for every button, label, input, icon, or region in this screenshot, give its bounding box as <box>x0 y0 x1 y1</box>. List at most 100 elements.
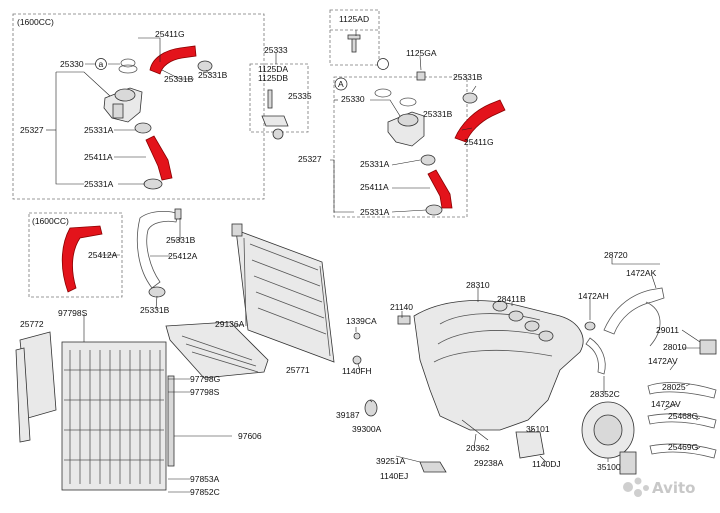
label-25772: 25772 <box>20 319 44 329</box>
hose-25412A-left <box>61 225 103 293</box>
fitting-28010 <box>699 339 717 355</box>
gasket-top <box>118 64 138 74</box>
valve-35101 <box>515 431 545 459</box>
hose-25411A-upper-right <box>427 169 453 209</box>
label-25771: 25771 <box>286 365 310 375</box>
group-box-1600cc-top <box>12 13 265 200</box>
label-25327-b: 25327 <box>298 154 322 164</box>
label-39300A: 39300A <box>352 424 382 434</box>
label-25331B-b: 25331B <box>453 72 483 82</box>
clamp-25331B-top <box>197 60 213 72</box>
label-1125GA: 1125GA <box>406 48 437 58</box>
hose-25412A-mid <box>136 208 182 298</box>
group-box-upper-right <box>333 76 468 218</box>
label-97606: 97606 <box>238 431 262 441</box>
hose-25411G-upper-right <box>454 99 506 143</box>
label-97798S-a: 97798S <box>58 308 88 318</box>
label-35101: 35101 <box>526 424 550 434</box>
label-20362: 20362 <box>466 443 490 453</box>
radiator-25771 <box>231 223 335 363</box>
hose-28352C <box>585 337 606 375</box>
group-title-1600cc-left: (1600CC) <box>32 216 69 226</box>
breather-hose-28720 <box>603 287 665 347</box>
clamp-25331A-bottom <box>143 178 163 190</box>
label-1472AK: 1472AK <box>626 268 657 278</box>
label-1140DJ: 1140DJ <box>532 459 561 469</box>
label-1339CA: 1339CA <box>346 316 377 326</box>
label-25331B-a2: 25331B <box>198 70 228 80</box>
bolt-1125ad <box>347 34 361 53</box>
label-25411A-b: 25411A <box>360 182 389 192</box>
label-25331B-a: 25331B <box>164 74 194 84</box>
label-25331A-b2: 25331A <box>360 207 390 217</box>
intake-manifold-28310 <box>413 300 584 431</box>
label-25469G: 25469G <box>668 442 698 452</box>
label-25327-a: 25327 <box>20 125 44 135</box>
label-28352C: 28352C <box>590 389 620 399</box>
water-outlet-fitting-25327-upper-right <box>387 111 425 147</box>
label-97853A: 97853A <box>190 474 220 484</box>
label-97798S-b: 97798S <box>190 387 220 397</box>
label-1125DA: 1125DA <box>258 64 288 74</box>
water-outlet-hose-25411G-top <box>149 45 197 75</box>
label-25412A-mid: 25412A <box>168 251 198 261</box>
label-25411G-b: 25411G <box>464 137 494 147</box>
sensor-21140 <box>397 315 411 325</box>
label-25468G: 25468G <box>668 411 698 421</box>
clamp-25331A-upper-right-1 <box>420 154 436 166</box>
sensor-39300A <box>364 399 378 417</box>
avito-watermark: Avito <box>623 477 695 497</box>
label-25331B-b2: 25331B <box>423 109 453 119</box>
hose-25469G <box>649 443 717 459</box>
label-1472AV-b: 1472AV <box>651 399 681 409</box>
clamp-25331A-upper-right-2 <box>425 204 443 216</box>
hose-25411A-top <box>145 135 173 181</box>
group-box-1600cc-left <box>28 212 123 298</box>
label-35100: 35100 <box>597 462 621 472</box>
label-28310: 28310 <box>466 280 490 290</box>
group-title-1125ad: 1125AD <box>339 14 369 24</box>
label-25331A-b1: 25331A <box>360 159 390 169</box>
label-1140FH: 1140FH <box>342 366 372 376</box>
group-title-1600cc-top: (1600CC) <box>17 17 54 27</box>
clamp-25331A-top <box>134 122 152 134</box>
gasket-upper-right <box>374 88 392 98</box>
bolt-1125ga <box>416 71 426 81</box>
leader-lines <box>46 30 701 493</box>
watermark-text: Avito <box>652 479 695 497</box>
label-25335: 25335 <box>288 91 312 101</box>
label-1472AV-a: 1472AV <box>648 356 678 366</box>
label-1125DB: 1125DB <box>258 73 288 83</box>
bolt-1339ca <box>353 332 361 340</box>
label-1472AH: 1472AH <box>578 291 609 301</box>
condenser-97606 <box>61 341 175 491</box>
marker-a-circle <box>95 58 107 70</box>
label-28010: 28010 <box>663 342 687 352</box>
clamp-25331B-upper-right <box>462 92 478 104</box>
label-39251A: 39251A <box>376 456 406 466</box>
water-outlet-fitting-25327-top <box>103 87 143 123</box>
label-97798G: 97798G <box>190 374 220 384</box>
bolt-1140fh <box>352 355 362 365</box>
label-29238A: 29238A <box>474 458 504 468</box>
air-guard-25772 <box>15 331 57 443</box>
label-29011: 29011 <box>656 325 679 335</box>
label-28025: 28025 <box>662 382 686 392</box>
bracket-39251A <box>419 461 447 473</box>
marker-a-text: a <box>99 59 104 69</box>
label-25330-b: 25330 <box>341 94 365 104</box>
pcv-hose-28025 <box>647 382 717 399</box>
label-21140: 21140 <box>390 302 413 312</box>
label-25331B-c: 25331B <box>166 235 196 245</box>
label-25331A-a2: 25331A <box>84 179 114 189</box>
label-25411A-a: 25411A <box>84 152 113 162</box>
label-97852C: 97852C <box>190 487 220 497</box>
label-25331A-a1: 25331A <box>84 125 114 135</box>
group-box-1125ad <box>329 9 380 66</box>
label-28411B: 28411B <box>497 294 526 304</box>
label-25331B-d: 25331B <box>140 305 170 315</box>
throttle-body-35100 <box>581 401 637 475</box>
label-25333: 25333 <box>264 45 288 55</box>
